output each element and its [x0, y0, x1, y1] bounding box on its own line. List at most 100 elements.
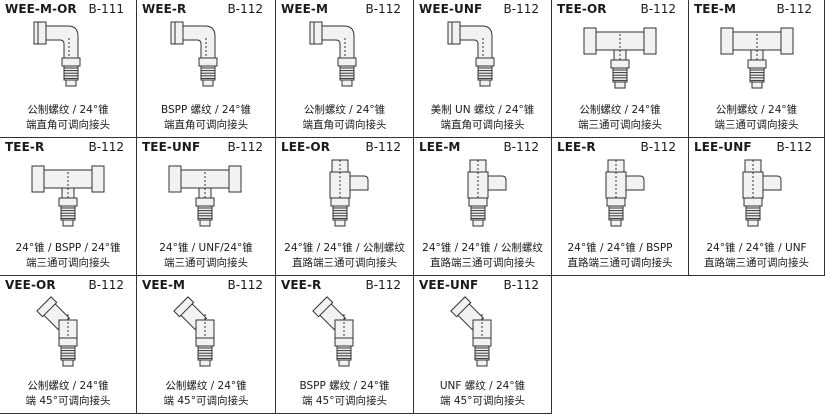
fitting-standard: B-112 — [503, 278, 539, 292]
fitting-code: LEE-M — [419, 140, 461, 154]
fitting-description-line1: 公制螺纹 / 24°锥 — [27, 380, 109, 392]
fitting-description-line2: 端 45°可调向接头 — [25, 395, 111, 407]
fitting-drawing — [329, 159, 369, 227]
fitting-standard: B-112 — [88, 140, 124, 154]
fitting-standard: B-112 — [503, 140, 539, 154]
fitting-standard: B-112 — [640, 2, 676, 16]
fitting-standard: B-112 — [88, 278, 124, 292]
fitting-card: WEE-UNF B-112 美制 UN 螺纹 / 24°锥端直角可调向接头 — [414, 0, 552, 138]
fitting-image — [137, 294, 275, 374]
fitting-description-line2: 端直角可调向接头 — [164, 119, 248, 131]
fitting-image — [276, 18, 413, 98]
fitting-drawing — [583, 27, 657, 89]
fitting-standard: B-112 — [365, 2, 401, 16]
fitting-image — [137, 156, 275, 236]
fitting-card: TEE-M B-112 公制螺纹 / 24°锥端三通可调向接头 — [689, 0, 825, 138]
fitting-description-line2: 端直角可调向接头 — [26, 119, 110, 131]
fitting-drawing — [447, 21, 495, 87]
fitting-standard: B-112 — [776, 2, 812, 16]
fitting-standard: B-111 — [88, 2, 124, 16]
fitting-card: WEE-M-OR B-111 公制螺纹 / 24°锥端直角可调向接头 — [0, 0, 137, 138]
fitting-image — [689, 156, 824, 236]
fitting-standard: B-112 — [776, 140, 812, 154]
fitting-drawing — [312, 296, 354, 367]
fitting-description-line2: 端三通可调向接头 — [164, 257, 248, 269]
fitting-image — [689, 18, 824, 98]
fitting-code: WEE-M-OR — [5, 2, 77, 16]
fitting-description-line2: 端 45°可调向接头 — [163, 395, 249, 407]
fitting-standard: B-112 — [503, 2, 539, 16]
fitting-drawing — [467, 159, 507, 227]
fitting-card: WEE-M B-112 公制螺纹 / 24°锥端直角可调向接头 — [276, 0, 414, 138]
fitting-description-line1: 24°锥 / BSPP / 24°锥 — [15, 242, 121, 254]
fitting-description-line2: 直路端三通可调向接头 — [430, 257, 535, 269]
fitting-description-line1: BSPP 螺纹 / 24°锥 — [299, 380, 390, 392]
fitting-code: LEE-UNF — [694, 140, 752, 154]
fitting-description-line1: 24°锥 / 24°锥 / 公制螺纹 — [422, 242, 543, 254]
fitting-description-line1: 美制 UN 螺纹 / 24°锥 — [430, 104, 535, 116]
fitting-code: TEE-UNF — [142, 140, 201, 154]
fitting-code: LEE-OR — [281, 140, 331, 154]
fitting-description-line1: 公制螺纹 / 24°锥 — [303, 104, 386, 116]
fitting-code: VEE-OR — [5, 278, 56, 292]
fitting-description-line1: BSPP 螺纹 / 24°锥 — [160, 104, 251, 116]
fitting-description-line1: 公制螺纹 / 24°锥 — [165, 380, 247, 392]
fitting-image — [552, 18, 688, 98]
fitting-image — [276, 156, 413, 236]
fitting-drawing — [742, 159, 782, 227]
fitting-code: VEE-UNF — [419, 278, 479, 292]
fitting-standard: B-112 — [227, 278, 263, 292]
fitting-description-line2: 端三通可调向接头 — [26, 257, 110, 269]
fitting-code: LEE-R — [557, 140, 596, 154]
fitting-description-line2: 端 45°可调向接头 — [440, 395, 525, 407]
fitting-description-line1: 24°锥 / UNF/24°锥 — [159, 242, 253, 254]
fitting-drawing — [173, 296, 215, 367]
fitting-description-line2: 端 45°可调向接头 — [302, 395, 387, 407]
fitting-standard: B-112 — [365, 140, 401, 154]
fitting-image — [276, 294, 413, 374]
fitting-code: VEE-R — [281, 278, 322, 292]
fitting-image — [0, 294, 136, 374]
fitting-description-line2: 直路端三通可调向接头 — [292, 257, 397, 269]
fitting-image — [137, 18, 275, 98]
fitting-drawing — [33, 21, 81, 87]
fitting-drawing — [605, 159, 645, 227]
fitting-drawing — [720, 27, 794, 89]
fitting-image — [414, 294, 551, 374]
fitting-image — [0, 156, 136, 236]
fitting-standard: B-112 — [227, 2, 263, 16]
fitting-code: VEE-M — [142, 278, 186, 292]
fitting-image — [414, 156, 551, 236]
fitting-description-line1: 24°锥 / 24°锥 / UNF — [706, 242, 807, 254]
fitting-code: TEE-M — [694, 2, 737, 16]
fitting-card: VEE-M B-112 公制螺纹 / 24°锥端 45°可调向接头 — [137, 276, 276, 414]
fitting-card: LEE-M B-112 24°锥 / 24°锥 / 公制螺纹直路端三通可调向接头 — [414, 138, 552, 276]
fitting-description-line1: 公制螺纹 / 24°锥 — [715, 104, 798, 116]
fitting-standard: B-112 — [365, 278, 401, 292]
fitting-description-line2: 端三通可调向接头 — [714, 119, 799, 131]
fitting-description-line1: 24°锥 / 24°锥 / BSPP — [567, 242, 673, 254]
fitting-code: TEE-OR — [557, 2, 607, 16]
fitting-description-line1: 公制螺纹 / 24°锥 — [27, 104, 109, 116]
fitting-image — [552, 156, 688, 236]
fitting-description-line1: UNF 螺纹 / 24°锥 — [439, 380, 526, 392]
fitting-standard: B-112 — [640, 140, 676, 154]
fitting-description-line2: 端直角可调向接头 — [302, 119, 387, 131]
fitting-card: VEE-OR B-112 公制螺纹 / 24°锥端 45°可调向接头 — [0, 276, 137, 414]
fitting-code: WEE-UNF — [419, 2, 483, 16]
fitting-card: LEE-R B-112 24°锥 / 24°锥 / BSPP 直路端三通可调向接头 — [552, 138, 689, 276]
fitting-image — [414, 18, 551, 98]
fitting-description-line2: 直路端三通可调向接头 — [567, 257, 673, 269]
fitting-description-line2: 端直角可调向接头 — [440, 119, 525, 131]
fitting-code: WEE-M — [281, 2, 329, 16]
fitting-drawing — [309, 21, 357, 87]
fitting-code: TEE-R — [5, 140, 45, 154]
fitting-image — [0, 18, 136, 98]
fitting-drawing — [168, 165, 242, 227]
fitting-drawing — [31, 165, 105, 227]
